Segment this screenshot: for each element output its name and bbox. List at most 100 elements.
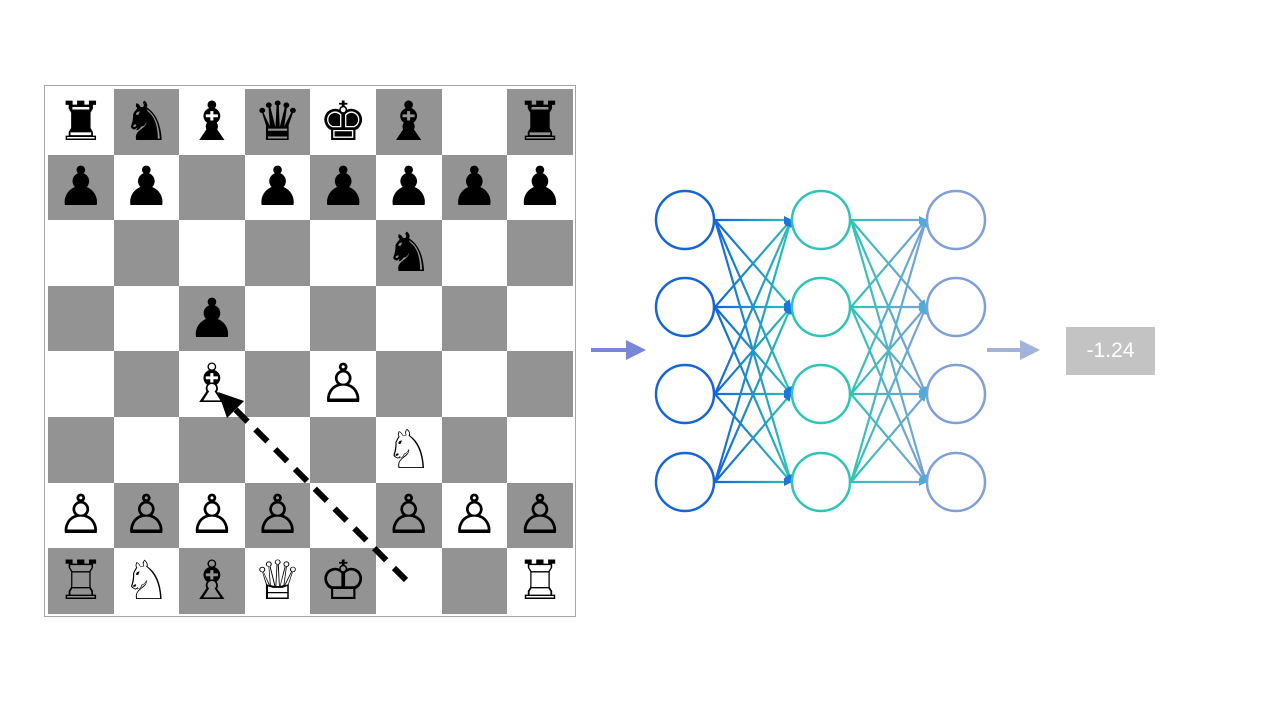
square-g4	[441, 351, 508, 417]
square-f2: ♙	[375, 482, 442, 549]
chess-piece: ♙	[384, 483, 433, 547]
square-h1: ♖	[507, 548, 573, 614]
square-c8: ♝	[179, 89, 245, 155]
square-a3	[48, 416, 114, 483]
square-a2: ♙	[48, 482, 114, 549]
square-h2: ♙	[507, 482, 573, 549]
connection	[714, 306, 792, 395]
square-e3	[310, 416, 376, 483]
chess-piece: ♙	[450, 483, 499, 547]
chess-piece: ♟	[318, 155, 368, 219]
chess-piece: ♘	[384, 417, 433, 481]
input-arrow	[591, 340, 646, 360]
square-e2	[310, 482, 376, 549]
connection	[849, 219, 928, 395]
chess-piece: ♟	[56, 155, 105, 219]
square-c4: ♗	[179, 351, 245, 417]
connection	[849, 219, 928, 483]
chess-piece: ♞	[384, 220, 433, 284]
neuron-l3-n3	[925, 363, 987, 425]
chess-piece: ♟	[253, 155, 302, 219]
square-a8: ♜	[48, 89, 114, 155]
connection	[849, 306, 928, 483]
square-h5	[507, 285, 573, 352]
square-f3: ♘	[375, 416, 442, 483]
chess-piece: ♝	[384, 89, 433, 153]
chess-piece: ♟	[187, 286, 237, 350]
neuron-l1-n1	[654, 189, 716, 251]
square-a6	[48, 220, 114, 286]
square-b5	[113, 285, 180, 352]
neuron-l1-n3	[654, 363, 716, 425]
chess-board: ♜♞♝♛♚♝♜♟♟♟♟♟♟♟♞♟♗♙♘♙♙♙♙♙♙♙♖♘♗♕♔♖	[44, 85, 576, 617]
square-b2: ♙	[113, 482, 180, 549]
connection	[714, 306, 792, 395]
connection	[713, 219, 793, 483]
chess-piece: ♗	[187, 548, 237, 612]
neuron-l1-n4	[654, 451, 716, 513]
chess-piece: ♟	[122, 155, 171, 219]
output-arrow	[987, 340, 1040, 360]
square-e6	[310, 220, 376, 286]
connection	[714, 219, 792, 308]
chess-piece: ♚	[318, 89, 368, 153]
square-d5	[244, 285, 311, 352]
connection	[849, 219, 928, 483]
square-f7: ♟	[375, 154, 442, 221]
connection	[849, 219, 928, 395]
square-b8: ♞	[113, 89, 180, 155]
square-c7	[179, 154, 245, 221]
square-h4	[507, 351, 573, 417]
square-a4	[48, 351, 114, 417]
square-f8: ♝	[375, 89, 442, 155]
square-d4	[244, 351, 311, 417]
chess-piece: ♜	[56, 89, 105, 153]
square-g3	[441, 416, 508, 483]
connections-layer1-layer2	[713, 216, 793, 486]
chess-piece: ♖	[515, 548, 565, 612]
connection	[714, 393, 792, 483]
square-e4: ♙	[310, 351, 376, 417]
square-g1	[441, 548, 508, 614]
square-b3	[113, 416, 180, 483]
neuron-l3-n4	[925, 451, 987, 513]
square-c3	[179, 416, 245, 483]
neuron-l1-n2	[654, 276, 716, 338]
square-e7: ♟	[310, 154, 376, 221]
connection	[713, 306, 793, 483]
connection	[850, 306, 927, 395]
neurons	[654, 189, 987, 513]
square-a5	[48, 285, 114, 352]
chess-piece: ♝	[187, 89, 237, 153]
square-d2: ♙	[244, 482, 311, 549]
neuron-l2-n1	[790, 189, 852, 251]
connection	[850, 306, 927, 395]
square-g2: ♙	[441, 482, 508, 549]
board-grid: ♜♞♝♛♚♝♜♟♟♟♟♟♟♟♞♟♗♙♘♙♙♙♙♙♙♙♖♘♗♕♔♖	[48, 89, 573, 614]
square-f1	[375, 548, 442, 614]
connections-layer2-layer3	[849, 216, 928, 486]
neuron-l2-n4	[790, 451, 852, 513]
square-d3	[244, 416, 311, 483]
square-f5	[375, 285, 442, 352]
square-b7: ♟	[113, 154, 180, 221]
chess-piece: ♔	[318, 548, 368, 612]
square-h8: ♜	[507, 89, 573, 155]
connection	[850, 393, 927, 483]
square-d1: ♕	[244, 548, 311, 614]
square-d8: ♛	[244, 89, 311, 155]
chess-piece: ♘	[122, 548, 171, 612]
square-c1: ♗	[179, 548, 245, 614]
connection	[850, 393, 927, 483]
square-b6	[113, 220, 180, 286]
square-e8: ♚	[310, 89, 376, 155]
square-h6	[507, 220, 573, 286]
chess-piece: ♙	[253, 483, 302, 547]
square-h7: ♟	[507, 154, 573, 221]
chess-piece: ♞	[122, 89, 171, 153]
square-e1: ♔	[310, 548, 376, 614]
square-f4	[375, 351, 442, 417]
square-b1: ♘	[113, 548, 180, 614]
square-c2: ♙	[179, 482, 245, 549]
chess-piece: ♗	[187, 352, 237, 416]
